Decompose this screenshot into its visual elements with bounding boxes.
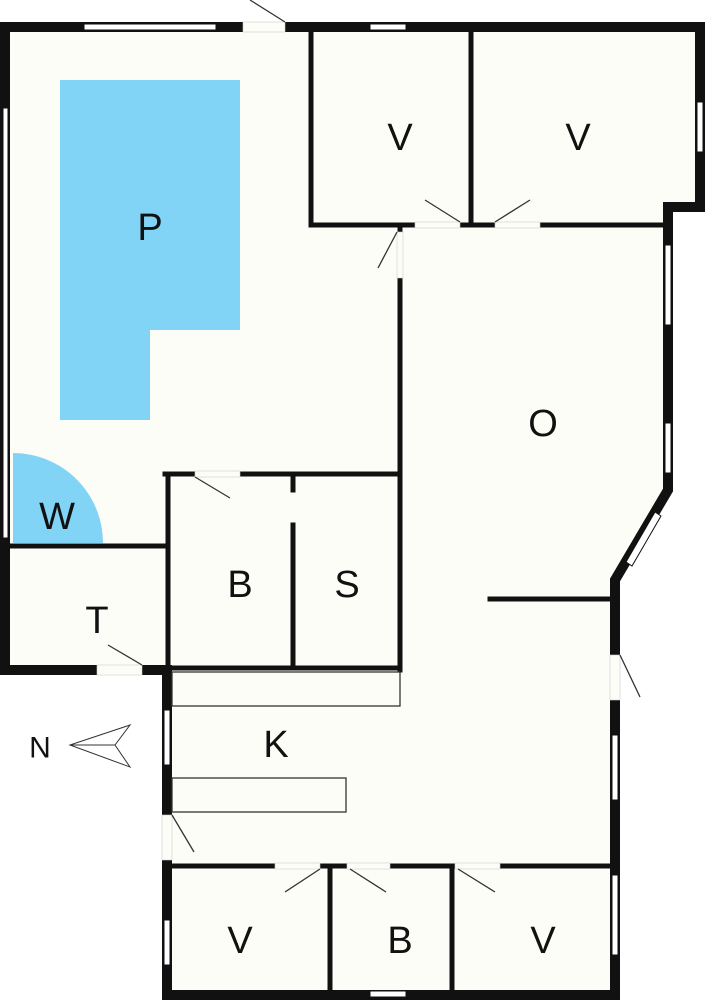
room-label-living: O [528, 403, 558, 445]
kitchen-counter-island [171, 777, 347, 813]
north-arrow-icon [68, 724, 132, 769]
pool-shape [60, 80, 240, 420]
compass: N [29, 724, 132, 769]
room-label-kitchen: K [263, 724, 288, 766]
windows [2, 23, 704, 998]
room-label-toilet: T [85, 600, 108, 642]
room-label-bedroom-bottom-right: V [530, 920, 556, 962]
room-label-bedroom-top-left: V [387, 117, 413, 159]
room-label-bathroom-mid: B [227, 564, 252, 606]
compass-north-label: N [29, 732, 51, 765]
room-label-sauna: S [334, 564, 359, 606]
kitchen-counter-top [171, 671, 401, 707]
doors [96, 0, 641, 893]
room-label-bedroom-bottom-left: V [227, 920, 253, 962]
room-label-whirlpool: W [39, 496, 75, 538]
interior-walls [7, 24, 671, 998]
whirlpool-shape [13, 453, 103, 543]
room-label-pool: P [137, 207, 162, 249]
room-label-bedroom-top-right: V [565, 117, 591, 159]
room-label-bathroom-bottom: B [387, 920, 412, 962]
